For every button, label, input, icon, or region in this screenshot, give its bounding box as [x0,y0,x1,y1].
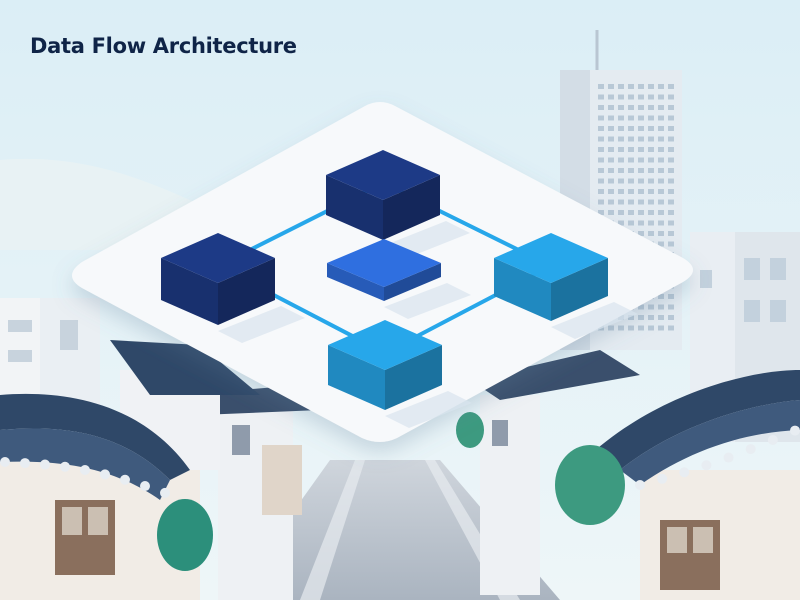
node-center [327,239,471,319]
street [230,460,560,600]
building-left [0,298,100,408]
hanok-right [590,370,800,600]
page-title: Data Flow Architecture [30,34,297,58]
node-right [494,233,638,339]
node-left [161,233,305,343]
hanok-left [0,340,260,600]
house-mid-left [180,385,320,600]
node-bottom [328,320,472,428]
node-layer [161,150,638,428]
tree-left [157,499,213,571]
tree-right [555,445,625,525]
house-mid-right [470,350,640,595]
